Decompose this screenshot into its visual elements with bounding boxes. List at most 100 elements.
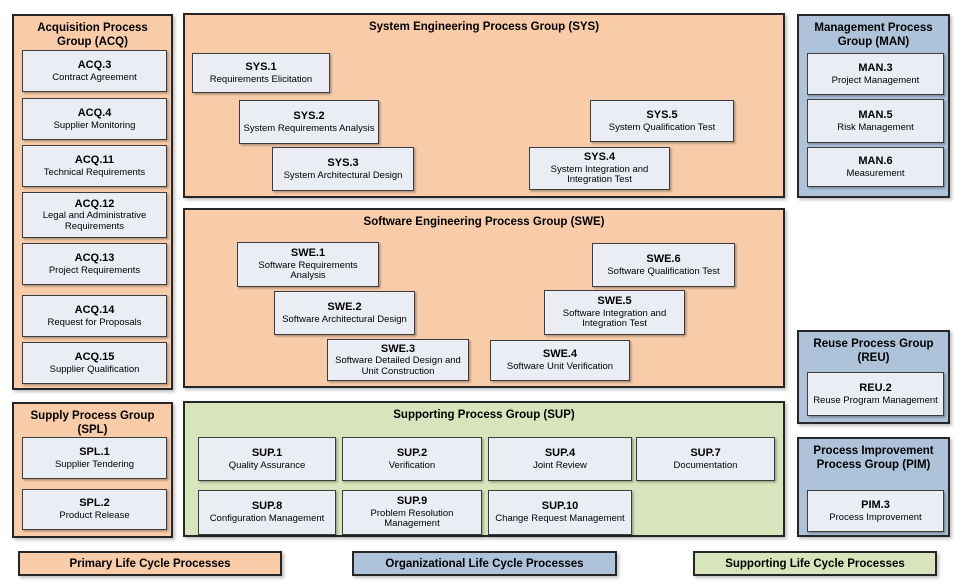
panel-man: Management Process Group (MAN) MAN.3 Pro… bbox=[797, 14, 950, 198]
panel-sys: System Engineering Process Group (SYS) S… bbox=[183, 13, 785, 198]
legend-primary-label: Primary Life Cycle Processes bbox=[69, 557, 231, 570]
process-name: Request for Proposals bbox=[47, 316, 142, 328]
process-box-sup1: SUP.1 Quality Assurance bbox=[198, 437, 336, 481]
legend-primary: Primary Life Cycle Processes bbox=[18, 551, 282, 576]
process-box-sup7: SUP.7 Documentation bbox=[636, 437, 775, 481]
process-name: System Architectural Design bbox=[283, 169, 403, 181]
process-name: Project Management bbox=[831, 74, 920, 86]
process-name: Software Requirements Analysis bbox=[258, 259, 358, 282]
process-name: Joint Review bbox=[533, 459, 587, 471]
process-name: Change Request Management bbox=[495, 513, 625, 525]
process-box-acq4: ACQ.4 Supplier Monitoring bbox=[22, 98, 167, 140]
process-box-acq12: ACQ.12 Legal and Administrative Requirem… bbox=[22, 192, 167, 238]
process-code: SPL.1 bbox=[79, 445, 110, 458]
process-code: SWE.2 bbox=[327, 300, 362, 313]
process-name: System Qualification Test bbox=[608, 121, 716, 133]
process-code: SUP.10 bbox=[541, 500, 579, 513]
process-code: MAN.5 bbox=[858, 108, 893, 121]
process-name: Legal and Administrative Requirements bbox=[42, 210, 147, 232]
process-box-sup2: SUP.2 Verification bbox=[342, 437, 482, 481]
process-name: Supplier Monitoring bbox=[53, 119, 136, 131]
process-code: SUP.2 bbox=[396, 446, 428, 459]
process-code: ACQ.15 bbox=[74, 350, 115, 363]
process-code: SYS.1 bbox=[245, 60, 277, 73]
process-box-man6: MAN.6 Measurement bbox=[807, 147, 944, 187]
group-title-sys: System Engineering Process Group (SYS) bbox=[368, 21, 600, 33]
process-code: SUP.9 bbox=[396, 495, 428, 507]
group-title-spl: Supply Process Group (SPL) bbox=[30, 410, 155, 437]
process-code: REU.2 bbox=[859, 381, 892, 394]
panel-sup: Supporting Process Group (SUP) SUP.1 Qua… bbox=[183, 401, 785, 537]
process-box-reu2: REU.2 Reuse Program Management bbox=[807, 372, 944, 416]
process-box-acq13: ACQ.13 Project Requirements bbox=[22, 243, 167, 285]
group-title-pim: Process Improvement Process Group (PIM) bbox=[813, 445, 934, 472]
process-code: SYS.5 bbox=[646, 108, 678, 121]
process-name: Reuse Program Management bbox=[813, 394, 938, 406]
process-box-sys5: SYS.5 System Qualification Test bbox=[590, 100, 734, 142]
process-box-man5: MAN.5 Risk Management bbox=[807, 99, 944, 143]
process-code: ACQ.3 bbox=[77, 58, 112, 71]
process-code: SWE.1 bbox=[290, 247, 326, 259]
process-code: SWE.4 bbox=[542, 348, 578, 361]
process-box-sys1: SYS.1 Requirements Elicitation bbox=[192, 53, 330, 93]
process-box-sys3: SYS.3 System Architectural Design bbox=[272, 147, 414, 191]
process-box-sup10: SUP.10 Change Request Management bbox=[488, 490, 632, 535]
process-code: ACQ.4 bbox=[77, 106, 112, 119]
process-box-spl1: SPL.1 Supplier Tendering bbox=[22, 437, 167, 479]
process-name: Contract Agreement bbox=[52, 71, 137, 83]
process-code: SYS.4 bbox=[583, 151, 616, 163]
process-code: ACQ.11 bbox=[74, 153, 115, 166]
process-name: Process Improvement bbox=[829, 511, 922, 523]
process-name: Verification bbox=[388, 459, 436, 471]
process-code: ACQ.14 bbox=[74, 303, 115, 316]
process-code: MAN.6 bbox=[858, 154, 893, 167]
process-box-pim3: PIM.3 Process Improvement bbox=[807, 490, 944, 532]
process-name: System Integration and Integration Test bbox=[550, 163, 649, 186]
process-box-acq14: ACQ.14 Request for Proposals bbox=[22, 295, 167, 337]
process-box-sys2: SYS.2 System Requirements Analysis bbox=[239, 100, 379, 144]
process-code: SUP.7 bbox=[690, 446, 721, 459]
legend-organizational: Organizational Life Cycle Processes bbox=[352, 551, 617, 576]
process-name: Software Detailed Design and Unit Constr… bbox=[335, 355, 461, 377]
process-box-swe6: SWE.6 Software Qualification Test bbox=[592, 243, 735, 287]
process-name: Software Architectural Design bbox=[282, 313, 407, 325]
process-code: SWE.5 bbox=[597, 295, 632, 307]
panel-reu: Reuse Process Group (REU) REU.2 Reuse Pr… bbox=[797, 330, 950, 424]
process-name: Configuration Management bbox=[209, 513, 325, 525]
process-box-swe4: SWE.4 Software Unit Verification bbox=[490, 340, 630, 381]
process-code: ACQ.12 bbox=[74, 197, 115, 210]
process-box-acq11: ACQ.11 Technical Requirements bbox=[22, 145, 167, 187]
process-name: Problem Resolution Management bbox=[370, 507, 454, 530]
process-name: Technical Requirements bbox=[43, 166, 146, 178]
process-name: Measurement bbox=[846, 167, 905, 179]
panel-acq: Acquisition Process Group (ACQ) ACQ.3 Co… bbox=[12, 14, 173, 390]
process-box-acq3: ACQ.3 Contract Agreement bbox=[22, 50, 167, 92]
process-code: PIM.3 bbox=[861, 498, 890, 511]
process-code: SYS.2 bbox=[293, 109, 325, 122]
process-code: SPL.2 bbox=[79, 497, 110, 510]
panel-spl: Supply Process Group (SPL) SPL.1 Supplie… bbox=[12, 402, 173, 538]
process-box-acq15: ACQ.15 Supplier Qualification bbox=[22, 342, 167, 384]
legend-organizational-label: Organizational Life Cycle Processes bbox=[385, 557, 584, 570]
group-title-swe: Software Engineering Process Group (SWE) bbox=[363, 216, 605, 228]
process-name: Project Requirements bbox=[48, 264, 141, 276]
process-box-man3: MAN.3 Project Management bbox=[807, 53, 944, 95]
process-code: ACQ.13 bbox=[74, 251, 115, 264]
process-name: Quality Assurance bbox=[228, 459, 306, 471]
panel-pim: Process Improvement Process Group (PIM) … bbox=[797, 437, 950, 537]
process-box-swe3: SWE.3 Software Detailed Design and Unit … bbox=[327, 339, 469, 381]
legend-supporting-label: Supporting Life Cycle Processes bbox=[725, 557, 905, 570]
process-name: Requirements Elicitation bbox=[209, 73, 313, 85]
process-code: SWE.3 bbox=[380, 342, 416, 355]
process-box-sup9: SUP.9 Problem Resolution Management bbox=[342, 490, 482, 535]
process-code: SWE.6 bbox=[646, 252, 681, 265]
process-name: Software Qualification Test bbox=[607, 265, 720, 277]
process-code: MAN.3 bbox=[858, 61, 893, 74]
process-name: Risk Management bbox=[837, 121, 914, 133]
process-name: Product Release bbox=[59, 510, 130, 522]
process-code: SUP.4 bbox=[544, 446, 576, 459]
process-name: Software Unit Verification bbox=[506, 361, 614, 373]
group-title-acq: Acquisition Process Group (ACQ) bbox=[37, 22, 148, 49]
process-code: SUP.1 bbox=[251, 446, 283, 459]
